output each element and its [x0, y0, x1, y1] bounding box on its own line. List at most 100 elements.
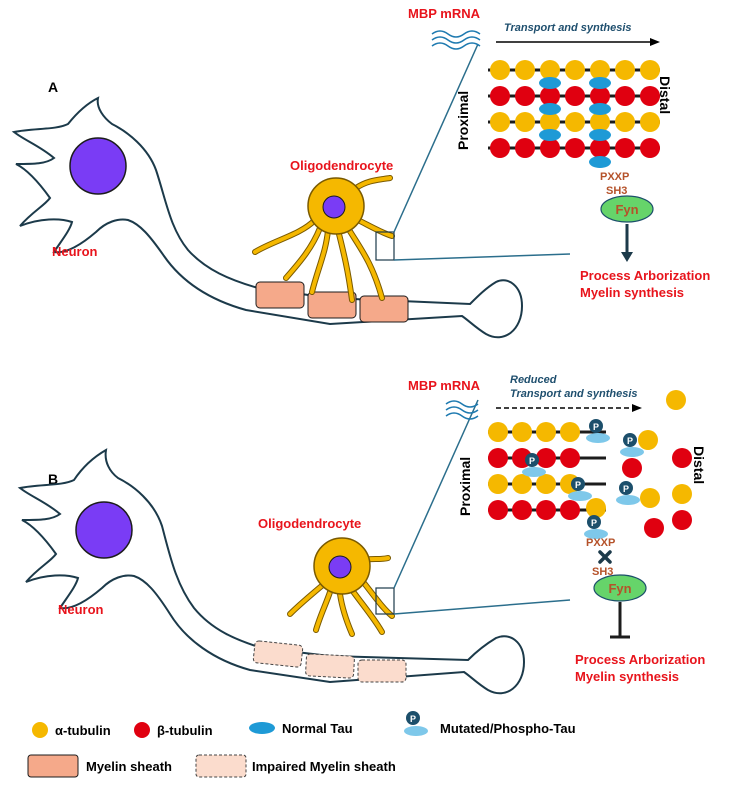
beta-tubulin	[488, 448, 508, 468]
panel-a: A Neuron	[11, 6, 710, 339]
panel-a-proximal-label: Proximal	[455, 91, 471, 150]
wavy-lines-icon	[445, 400, 479, 420]
panel-b-fyn-label: Fyn	[608, 581, 631, 596]
panel-b-transport-label-2: Transport and synthesis	[510, 388, 638, 400]
normal-tau	[539, 129, 561, 141]
phospho-badge-label: P	[591, 518, 597, 528]
legend-phospho-badge-label: P	[410, 714, 416, 724]
legend-impaired-myelin-label: Impaired Myelin sheath	[252, 759, 396, 774]
alpha-tubulin	[615, 112, 635, 132]
phospho-badge-label: P	[575, 480, 581, 490]
panel-a-distal-label: Distal	[657, 76, 673, 114]
alpha-tubulin	[638, 430, 658, 450]
panel-b-fyn-node	[593, 574, 647, 602]
panel-b-impaired-myelin-sheath	[357, 659, 407, 683]
phospho-tau	[620, 447, 644, 457]
beta-tubulin	[490, 138, 510, 158]
alpha-tubulin	[540, 60, 560, 80]
panel-a-zoom-line	[393, 253, 571, 261]
phospho-badge	[525, 453, 539, 467]
legend-normal-tau-label: Normal Tau	[282, 721, 353, 736]
normal-tau	[589, 77, 611, 89]
alpha-tubulin	[512, 474, 532, 494]
phospho-tau	[586, 433, 610, 443]
phospho-badge	[587, 515, 601, 529]
alpha-tubulin	[536, 422, 556, 442]
panel-b-neuron-label: Neuron	[58, 602, 104, 617]
normal-tau	[539, 103, 561, 115]
legend-normal-tau-swatch	[249, 722, 275, 734]
panel-a-mbp-mrna-label: MBP mRNA	[408, 6, 481, 21]
panel-b-transport-arrowhead	[632, 404, 642, 412]
normal-tau	[589, 129, 611, 141]
alpha-tubulin	[590, 60, 610, 80]
beta-tubulin	[615, 86, 635, 106]
phospho-tau	[584, 529, 608, 539]
beta-tubulin	[590, 86, 610, 106]
beta-tubulin	[640, 138, 660, 158]
alpha-tubulin	[490, 112, 510, 132]
normal-tau	[589, 156, 611, 168]
beta-tubulin	[490, 86, 510, 106]
panel-b-sh3-label: SH3	[592, 566, 613, 578]
phospho-badge-label: P	[529, 456, 535, 466]
panel-a-neuron-label: Neuron	[52, 244, 98, 259]
beta-tubulin	[615, 138, 635, 158]
beta-tubulin	[560, 500, 580, 520]
legend-alpha-tubulin-label: α-tubulin	[55, 723, 111, 738]
panel-b-mbp-mrna-label: MBP mRNA	[408, 378, 481, 393]
panel-a-oligodendrocyte-label: Oligodendrocyte	[290, 158, 393, 173]
panel-b-oligodendrocyte	[287, 537, 395, 637]
panel-b-impaired-myelin-sheath	[305, 653, 355, 679]
legend-impaired-myelin-swatch	[195, 754, 247, 778]
panel-a-neuron-body	[11, 96, 524, 339]
legend-myelin-label: Myelin sheath	[86, 759, 172, 774]
alpha-tubulin	[512, 422, 532, 442]
wavy-lines-icon	[431, 30, 481, 50]
panel-b-distal-label: Distal	[691, 446, 707, 484]
alpha-tubulin	[515, 60, 535, 80]
panel-a-microtubule-lattice	[488, 60, 660, 168]
legend: α-tubulin β-tubulin Normal Tau P Mutated…	[27, 711, 576, 778]
phospho-badge	[589, 419, 603, 433]
panel-b-neuron-nucleus	[75, 501, 133, 559]
phospho-badge-label: P	[623, 484, 629, 494]
panel-a-neuron-nucleus	[69, 137, 127, 195]
panel-b-zoom-line	[393, 599, 571, 615]
x-cross-icon	[598, 550, 612, 564]
panel-a-fyn-node	[600, 195, 654, 223]
alpha-tubulin	[615, 60, 635, 80]
beta-tubulin	[590, 138, 610, 158]
beta-tubulin	[515, 138, 535, 158]
panel-a-outcome-2: Myelin synthesis	[580, 285, 684, 300]
beta-tubulin	[560, 448, 580, 468]
beta-tubulin	[540, 86, 560, 106]
alpha-tubulin	[590, 112, 610, 132]
beta-tubulin	[644, 518, 664, 538]
panel-a-fyn-label: Fyn	[615, 202, 638, 217]
alpha-tubulin	[488, 474, 508, 494]
normal-tau	[539, 77, 561, 89]
panel-b-proximal-label: Proximal	[457, 457, 473, 516]
panel-a-outcome-1: Process Arborization	[580, 268, 710, 283]
legend-phospho-tau-swatch: P	[404, 711, 428, 736]
phospho-badge-label: P	[593, 422, 599, 432]
alpha-tubulin	[565, 112, 585, 132]
alpha-tubulin	[640, 488, 660, 508]
legend-phospho-tau-label: Mutated/Phospho-Tau	[440, 721, 576, 736]
normal-tau	[589, 103, 611, 115]
legend-beta-tubulin-label: β-tubulin	[157, 723, 213, 738]
phospho-badge	[571, 477, 585, 491]
beta-tubulin	[672, 510, 692, 530]
panel-b-neuron-body	[17, 448, 526, 695]
panel-a-zoom-line	[393, 43, 479, 233]
alpha-tubulin	[540, 112, 560, 132]
panel-a-letter: A	[48, 79, 58, 95]
beta-tubulin	[540, 138, 560, 158]
alpha-tubulin	[515, 112, 535, 132]
beta-tubulin	[488, 500, 508, 520]
panel-a-myelin-sheath	[255, 281, 305, 309]
panel-b-impaired-myelin-sheath	[252, 640, 304, 668]
